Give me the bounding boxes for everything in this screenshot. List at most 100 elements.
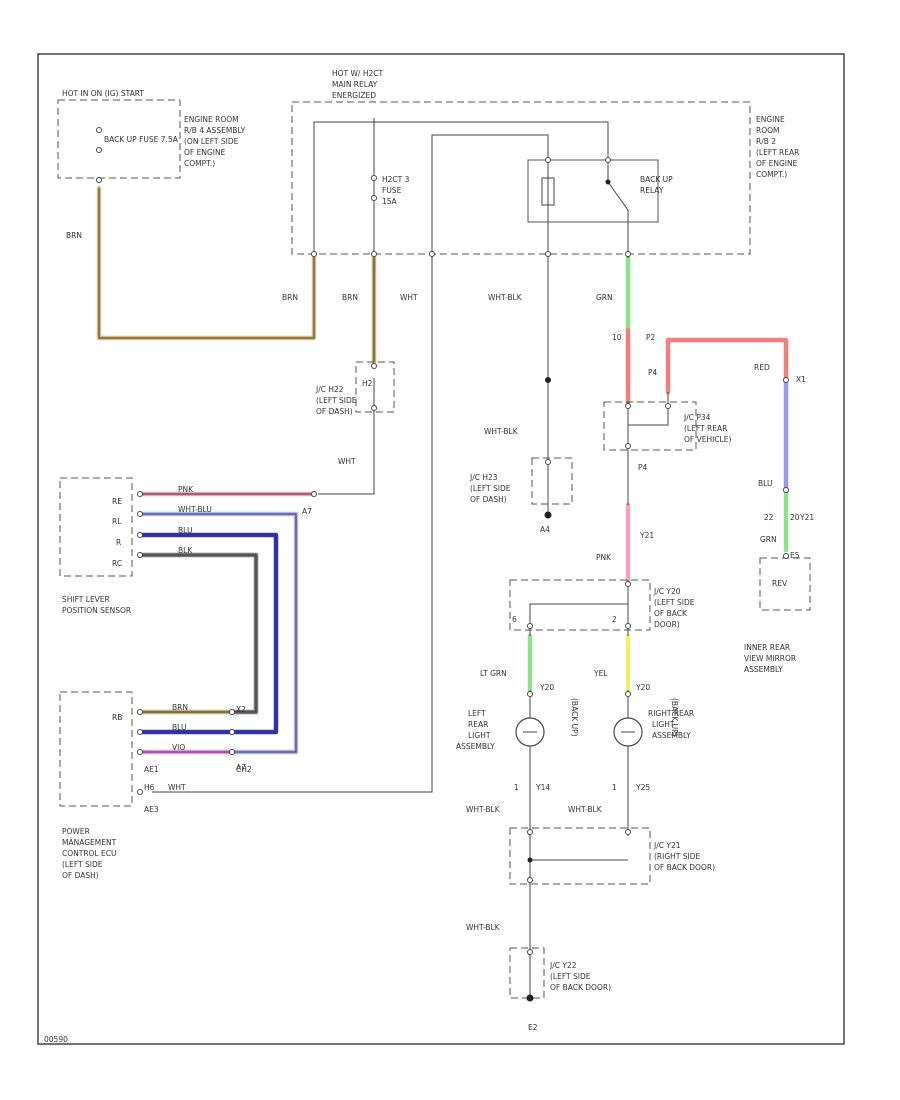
power-mgmt-line-2: CONTROL ECU (62, 849, 116, 858)
wire-label-blu-e: BLU (172, 723, 186, 732)
jc-h22-line-0: J/C H22 (315, 385, 344, 394)
rb4-line-1: R/B 4 ASSEMBLY (184, 126, 246, 135)
splice-dot (526, 994, 534, 1002)
conn-ae3: AE3 (144, 805, 159, 814)
conn-1l: 1 (514, 783, 519, 792)
left-lamp-line-3: ASSEMBLY (456, 742, 495, 751)
conn-2: 2 (612, 615, 617, 624)
conn-p4b: P4 (638, 463, 648, 472)
h2ct-fuse-line-0: H2CT 3 (382, 175, 410, 184)
terminal (527, 829, 533, 835)
jc-y20-line-0: J/C Y20 (653, 587, 681, 596)
conn-r: R (116, 538, 121, 547)
wire-shift-cores (140, 493, 312, 753)
terminal (137, 532, 143, 538)
lamp-filaments (523, 690, 635, 760)
wire-lamps-ground (529, 760, 629, 1000)
engine-room-rb2-box (291, 101, 751, 255)
terminal (311, 251, 317, 257)
terminal (96, 177, 102, 183)
terminal (137, 749, 143, 755)
conn-10: 10 (612, 333, 622, 342)
jc-h23-box (531, 457, 573, 505)
terminal (137, 709, 143, 715)
power-mgmt-line-1: MANAGEMENT (62, 838, 117, 847)
terminal (371, 405, 377, 411)
wire-label-whtblk-top: WHT-BLK (488, 293, 523, 302)
terminal (137, 552, 143, 558)
conn-ae1: AE1 (144, 765, 159, 774)
jc-p34-line-1: (LEFT REAR (684, 424, 727, 433)
terminal (665, 403, 671, 409)
h2ct-fuse-line-2: 15A (382, 197, 398, 206)
conn-y14: Y14 (535, 783, 550, 792)
splice-dot (544, 511, 552, 519)
conn-20: 20 (790, 513, 800, 522)
terminal (137, 729, 143, 735)
rb4-line-0: ENGINE ROOM (184, 115, 239, 124)
rb2-line-5: COMPT.) (756, 170, 787, 179)
right-lamp-line-0: RIGHT REAR (648, 709, 694, 718)
wire-y20-internal (529, 580, 629, 636)
terminal (783, 553, 789, 559)
jc-y20-line-3: DOOR) (654, 620, 680, 629)
terminal (545, 459, 551, 465)
left-lamp-line-2: LIGHT (468, 731, 491, 740)
wire-whtblu-shift (137, 511, 299, 755)
rb4-line-4: COMPT.) (184, 159, 215, 168)
terminal (625, 623, 631, 629)
terminal (371, 195, 377, 201)
terminal (137, 789, 143, 795)
wire-label-yel: YEL (593, 669, 608, 678)
h2ct-fuse-line-1: FUSE (382, 186, 402, 195)
conn-rc: RC (112, 559, 122, 568)
conn-a4: A4 (540, 525, 550, 534)
conn-y21: Y21 (799, 513, 814, 522)
rb2-line-0: ENGINE (756, 115, 785, 124)
terminal (625, 581, 631, 587)
terminal (545, 251, 551, 257)
right-lamp-line-2: ASSEMBLY (652, 731, 691, 740)
inner-mirror-line-2: ASSEMBLY (744, 665, 783, 674)
wire-label-ltgrn: LT GRN (480, 669, 507, 678)
conn-rev: REV (772, 579, 788, 588)
conn-x2: X2 (236, 705, 246, 714)
wire-label-h6: H6 (144, 783, 155, 792)
wire-label-grn-mirror: GRN (760, 535, 777, 544)
conn-e5: E5 (790, 551, 800, 560)
wire-label-blu-mirror: BLU (758, 479, 772, 488)
footer-code: 00590 (44, 1035, 68, 1044)
wire-label-blu-s: BLU (178, 526, 192, 535)
conn-e2: E2 (528, 1023, 538, 1032)
wire-label-whtblk-bot: WHT-BLK (466, 923, 501, 932)
wire-red-mirror (665, 337, 789, 395)
conn-a7b: A7 (236, 763, 246, 772)
backup-tag-left: (BACK UP) (570, 698, 579, 737)
terminal (137, 511, 143, 517)
wire-label-wht-h22: WHT (338, 457, 356, 466)
wire-label-brn-left: BRN (66, 231, 82, 240)
power-mgmt-line-0: POWER (62, 827, 90, 836)
wire-label-pnk-mid: PNK (596, 553, 612, 562)
splice-dot (527, 857, 533, 863)
rb4-line-3: OF ENGINE (184, 148, 226, 157)
wire-label-wht-top: WHT (400, 293, 418, 302)
power-mgmt-line-4: OF DASH) (62, 871, 99, 880)
terminal (605, 157, 611, 163)
diagram-frame (37, 53, 845, 1045)
terminal (625, 691, 631, 697)
terminal (783, 377, 789, 383)
terminal (527, 691, 533, 697)
terminal (229, 749, 235, 755)
jc-y22-line-2: OF BACK DOOR) (550, 983, 611, 992)
conn-y25: Y25 (635, 783, 650, 792)
conn-p4: P4 (648, 368, 658, 377)
terminal (371, 363, 377, 369)
jc-y20-line-1: (LEFT SIDE (654, 598, 695, 607)
conn-h2: H2 (362, 379, 373, 388)
backup-relay-line-1: RELAY (640, 186, 664, 195)
jc-h22-line-1: (LEFT SIDE (316, 396, 357, 405)
wire-wht-ecu (152, 134, 549, 793)
jc-p34-box (603, 401, 697, 451)
rb2-line-3: (LEFT REAR (756, 148, 799, 157)
